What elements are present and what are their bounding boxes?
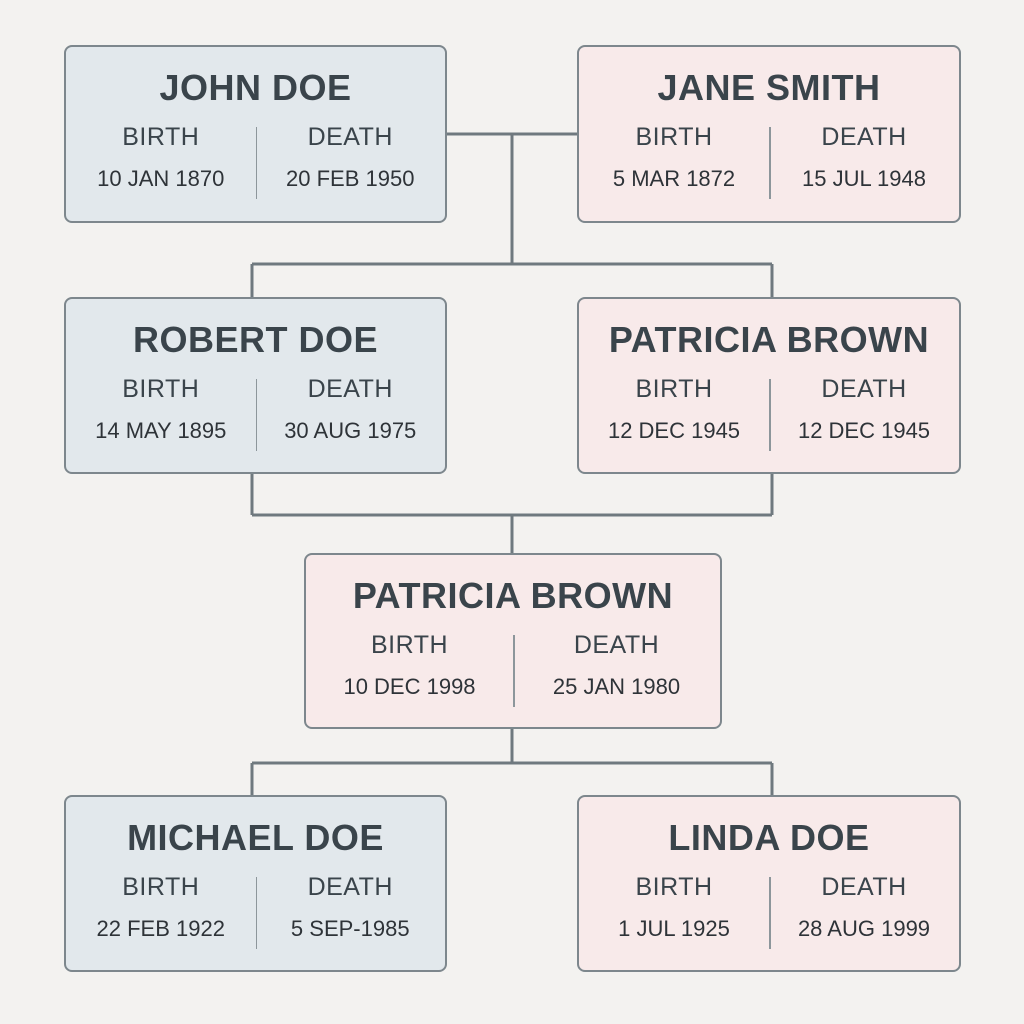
birth-date: 10 DEC 1998 — [343, 674, 476, 699]
column-divider — [255, 877, 257, 949]
person-card-linda-doe[interactable]: LINDA DOE BIRTH 1 JUL 1925 DEATH 28 AUG … — [577, 795, 961, 972]
column-divider — [513, 635, 515, 707]
death-date: 12 DEC 1945 — [797, 418, 931, 443]
person-name: JOHN DOE — [159, 67, 352, 108]
death-label: DEATH — [307, 375, 393, 403]
birth-date: 10 JAN 1870 — [97, 166, 225, 191]
birth-date: 5 MAR 1872 — [612, 166, 736, 191]
person-name: PATRICIA BROWN — [608, 319, 930, 360]
birth-label: BIRTH — [122, 873, 200, 901]
person-card-patricia-brown-gen2[interactable]: PATRICIA BROWN BIRTH 12 DEC 1945 DEATH 1… — [577, 297, 961, 474]
person-card-john-doe[interactable]: JOHN DOE BIRTH 10 JAN 1870 DEATH 20 FEB … — [64, 45, 447, 223]
person-name: LINDA DOE — [668, 817, 870, 858]
column-divider — [255, 127, 257, 199]
death-date: 30 AUG 1975 — [284, 418, 417, 443]
death-label: DEATH — [307, 123, 393, 151]
death-label: DEATH — [821, 123, 907, 151]
birth-date: 22 FEB 1922 — [96, 916, 225, 941]
person-card-patricia-brown-gen3[interactable]: PATRICIA BROWN BIRTH 10 DEC 1998 DEATH 2… — [304, 553, 722, 729]
birth-label: BIRTH — [635, 873, 713, 901]
birth-date: 1 JUL 1925 — [618, 916, 730, 941]
person-name: ROBERT DOE — [132, 319, 378, 360]
birth-date: 14 MAY 1895 — [95, 418, 227, 443]
person-card-jane-smith[interactable]: JANE SMITH BIRTH 5 MAR 1872 DEATH 15 JUL… — [577, 45, 961, 223]
person-name: JANE SMITH — [657, 67, 881, 108]
column-divider — [769, 127, 771, 199]
death-date: 20 FEB 1950 — [286, 166, 415, 191]
birth-label: BIRTH — [122, 375, 200, 403]
person-card-michael-doe[interactable]: MICHAEL DOE BIRTH 22 FEB 1922 DEATH 5 SE… — [64, 795, 447, 972]
death-date: 5 SEP-1985 — [290, 916, 410, 941]
birth-label: BIRTH — [635, 375, 713, 403]
birth-date: 12 DEC 1945 — [607, 418, 741, 443]
birth-label: BIRTH — [370, 631, 449, 659]
death-label: DEATH — [573, 631, 660, 659]
column-divider — [769, 379, 771, 451]
death-label: DEATH — [821, 873, 907, 901]
column-divider — [255, 379, 257, 451]
death-label: DEATH — [821, 375, 907, 403]
death-date: 25 JAN 1980 — [552, 674, 681, 699]
death-date: 15 JUL 1948 — [802, 166, 926, 191]
death-date: 28 AUG 1999 — [797, 916, 931, 941]
person-name: MICHAEL DOE — [127, 817, 384, 858]
person-name: PATRICIA BROWN — [352, 575, 674, 616]
person-card-robert-doe[interactable]: ROBERT DOE BIRTH 14 MAY 1895 DEATH 30 AU… — [64, 297, 447, 474]
birth-label: BIRTH — [122, 123, 200, 151]
death-label: DEATH — [307, 873, 393, 901]
birth-label: BIRTH — [635, 123, 713, 151]
column-divider — [769, 877, 771, 949]
